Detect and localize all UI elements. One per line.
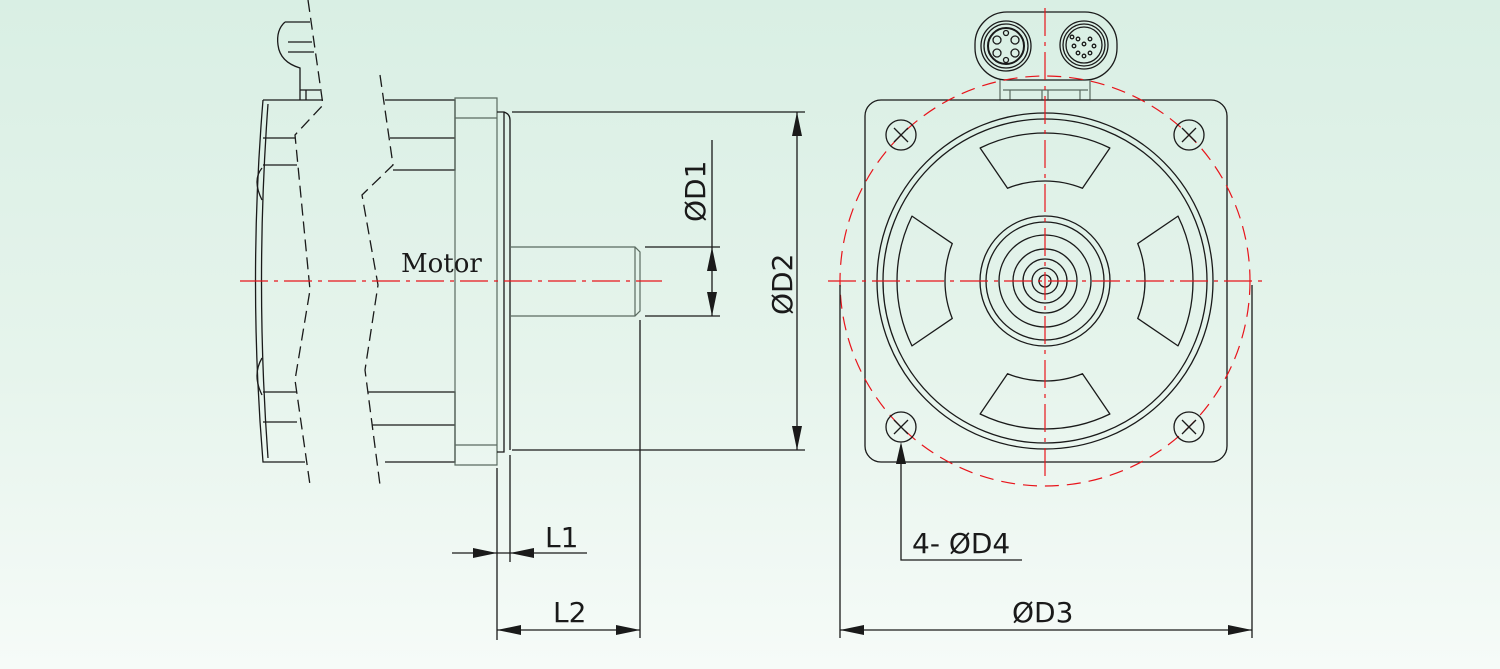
d1-label: ØD1: [679, 161, 712, 222]
window-slot: [979, 373, 1111, 430]
d4-leader: [900, 445, 1022, 561]
mounting-hole: [885, 119, 917, 151]
mounting-hole: [1173, 119, 1205, 151]
pilot: [497, 111, 511, 453]
mounting-hole: [885, 411, 917, 443]
d3-label: ØD3: [1012, 596, 1073, 629]
mounting-hole: [1173, 411, 1205, 443]
power-connector: [980, 20, 1032, 72]
l2-label: L2: [553, 596, 586, 629]
rear-cap-lines: [263, 137, 297, 423]
d4-arrow: [896, 442, 906, 464]
l1-arrows: [473, 548, 534, 558]
rear-cap-bumps: [256, 167, 263, 396]
signal-connector: [1059, 20, 1109, 70]
window-slot: [1137, 215, 1194, 347]
front-view: ØD3 4- ØD4: [828, 8, 1262, 638]
flange: [454, 97, 498, 466]
break-line-left: [294, 0, 324, 486]
d4-label: 4- ØD4: [912, 527, 1010, 560]
window-slots: [896, 132, 1194, 430]
d1-dimension-lines: [645, 140, 720, 317]
rear-connector: [277, 21, 320, 100]
side-view: Motor ØD2 ØD1 L1 L2: [240, 0, 805, 640]
d2-label: ØD2: [766, 254, 799, 315]
l2-dimension-lines: [497, 320, 641, 638]
window-slot: [896, 215, 953, 347]
d3-dimension-lines: [839, 285, 1253, 638]
window-slot: [979, 132, 1111, 189]
d1-arrows: [707, 247, 717, 316]
d2-dimension-lines: [512, 111, 805, 451]
l1-label: L1: [545, 521, 578, 554]
motor-label: Motor: [401, 249, 482, 279]
connector-housing: [974, 11, 1118, 81]
break-line-right: [361, 74, 394, 486]
